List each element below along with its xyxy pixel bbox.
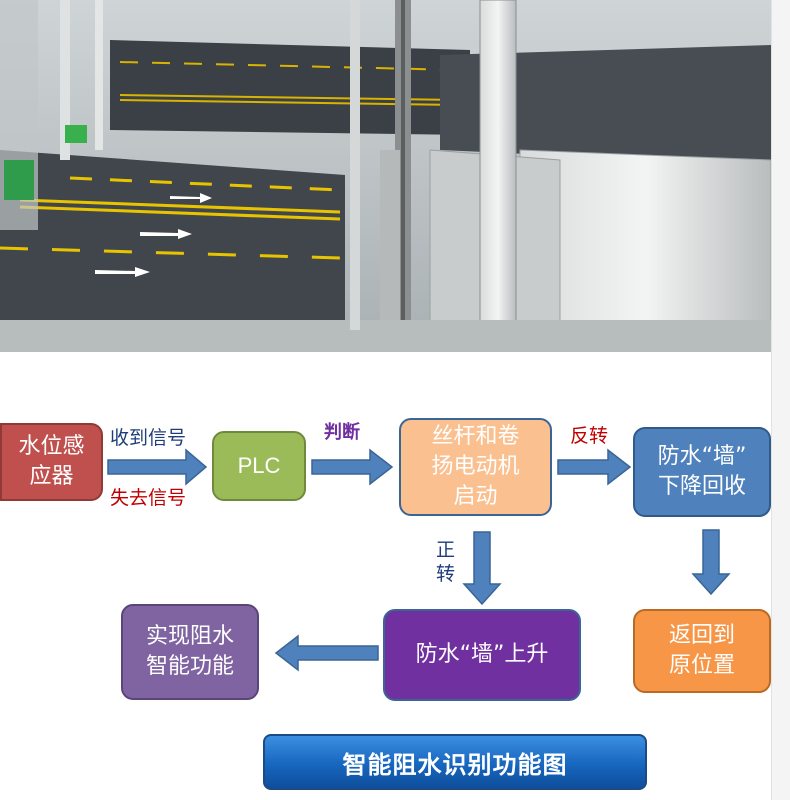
arrow-motor-raise [462,531,502,606]
node-return-position: 返回到 原位置 [633,609,771,693]
node-motor-start: 丝杆和卷 扬电动机 启动 [399,418,552,516]
page-scrollbar-strip [771,0,790,800]
label-lose-signal: 失去信号 [110,487,187,509]
label-reverse: 反转 [570,425,609,447]
node-result: 实现阻水 智能功能 [121,604,259,700]
machine-photo [0,0,771,352]
arrow-motor-lower [557,448,632,486]
diagram-title-banner: 智能阻水识别功能图 [263,734,647,790]
arrow-sensor-plc [107,448,208,486]
node-wall-raise: 防水“墙”上升 [383,609,581,701]
label-receive-signal: 收到信号 [110,427,187,449]
arrow-lower-reset [691,529,731,596]
node-plc: PLC [212,431,306,501]
node-water-sensor: 水位感 应器 [0,423,103,501]
flow-arrows [107,448,731,672]
label-judge: 判断 [324,422,360,443]
arrow-plc-motor [311,448,394,486]
node-wall-lower: 防水“墙” 下降回收 [633,427,771,517]
arrow-raise-result [274,634,379,672]
label-forward: 正 转 [436,539,456,585]
